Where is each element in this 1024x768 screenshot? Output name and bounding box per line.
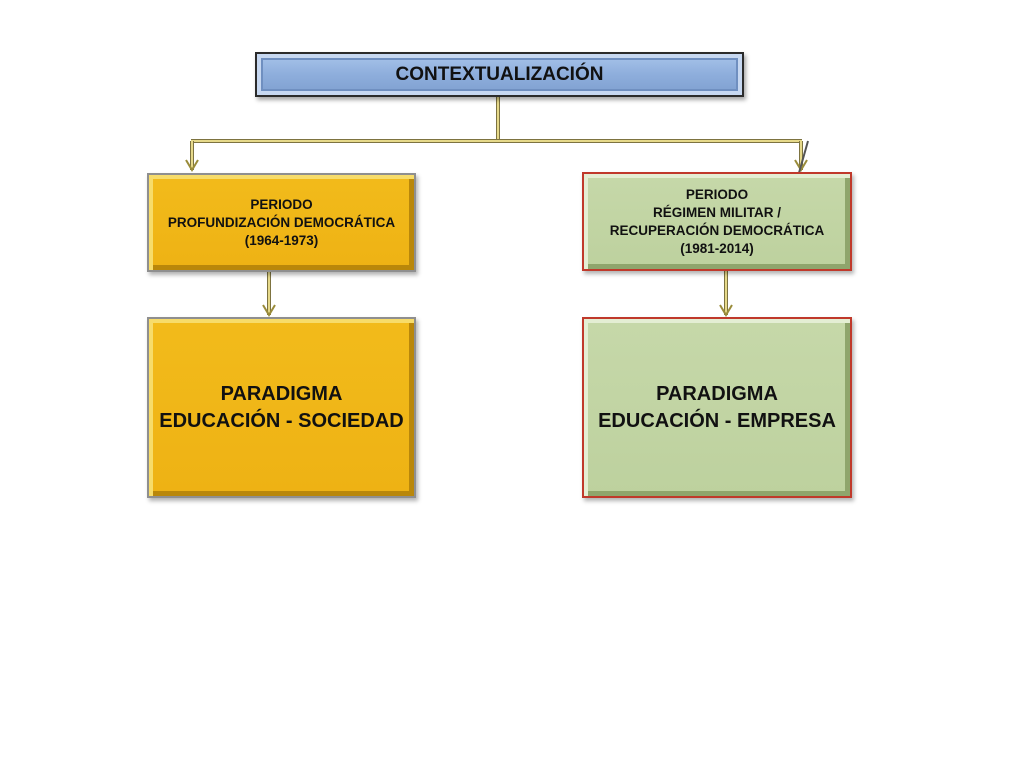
period-left-label: PERIODO [250,196,313,212]
title-text: CONTEXTUALIZACIÓN [395,63,604,85]
paradigm-right-label: PARADIGMA [656,382,778,405]
paradigm-box-left: PARADIGMA EDUCACIÓN - SOCIEDAD [147,317,416,498]
title-box: CONTEXTUALIZACIÓN [255,52,744,97]
arrow-to-right-paradigm [719,271,733,317]
paradigm-right-name: EDUCACIÓN - EMPRESA [598,409,836,432]
period-right-label: PERIODO [685,186,749,202]
period-right-name-2: RECUPERACIÓN DEMOCRÁTICA [609,222,825,238]
paradigm-left-label: PARADIGMA [220,382,343,405]
period-left-years: (1964-1973) [244,232,319,248]
period-left-name: PROFUNDIZACIÓN DEMOCRÁTICA [167,214,396,230]
period-right-years: (1981-2014) [680,240,754,256]
arrow-to-left-period [185,141,199,172]
paradigm-box-right: PARADIGMA EDUCACIÓN - EMPRESA [582,317,852,498]
period-box-right: PERIODO RÉGIMEN MILITAR / RECUPERACIÓN D… [582,172,852,271]
period-box-left: PERIODO PROFUNDIZACIÓN DEMOCRÁTICA (1964… [147,173,416,272]
arrow-to-left-paradigm [262,272,276,317]
period-right-name-1: RÉGIMEN MILITAR / [653,204,781,220]
paradigm-left-name: EDUCACIÓN - SOCIEDAD [159,409,404,432]
